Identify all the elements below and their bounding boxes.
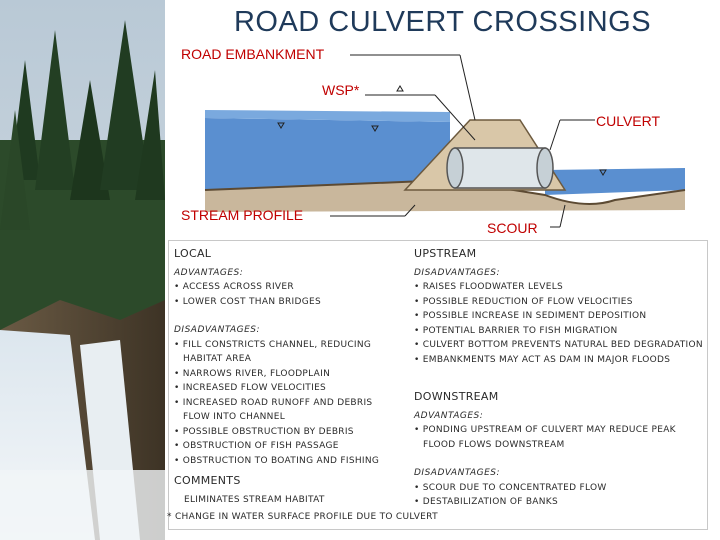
- road-embankment-label: ROAD EMBANKMENT: [181, 46, 325, 62]
- scour-label: SCOUR: [487, 220, 538, 236]
- downstream-advantages-list: PONDING UPSTREAM OF CULVERT MAY REDUCE P…: [414, 423, 704, 452]
- culvert-diagram: [204, 54, 686, 228]
- upstream-disadvantages-list: RAISES FLOODWATER LEVELS POSSIBLE REDUCT…: [414, 280, 704, 367]
- downstream-advantages-label: ADVANTAGES:: [414, 410, 484, 421]
- local-heading: LOCAL: [174, 247, 212, 260]
- list-item: SCOUR DUE TO CONCENTRATED FLOW: [414, 481, 704, 496]
- waterfall-photo: [0, 0, 165, 540]
- comments-section: COMMENTS ELIMINATES STREAM HABITAT: [174, 470, 399, 507]
- list-item: POSSIBLE OBSTRUCTION BY DEBRIS: [174, 425, 399, 440]
- upstream-disadvantages-label: DISADVANTAGES:: [414, 267, 501, 278]
- local-disadvantages-list: FILL CONSTRICTS CHANNEL, REDUCING HABITA…: [174, 338, 399, 469]
- list-item: POSSIBLE INCREASE IN SEDIMENT DEPOSITION: [414, 309, 704, 324]
- local-disadvantages-label: DISADVANTAGES:: [174, 325, 261, 335]
- footnote: * CHANGE IN WATER SURFACE PROFILE DUE TO…: [167, 512, 438, 522]
- list-item: INCREASED ROAD RUNOFF AND DEBRIS FLOW IN…: [174, 396, 399, 425]
- wsp-label: WSP*: [322, 82, 360, 98]
- list-item: PONDING UPSTREAM OF CULVERT MAY REDUCE P…: [414, 423, 704, 452]
- stream-water: [205, 118, 450, 190]
- culvert-pipe: [446, 147, 554, 189]
- list-item: OBSTRUCTION OF FISH PASSAGE: [174, 439, 399, 454]
- stream-bed: [205, 180, 685, 212]
- list-item: EMBANKMENTS MAY ACT AS DAM IN MAJOR FLOO…: [414, 353, 704, 368]
- downstream-water: [545, 168, 685, 195]
- comments-text: ELIMINATES STREAM HABITAT: [184, 494, 325, 505]
- downstream-disadvantages-list: SCOUR DUE TO CONCENTRATED FLOW DESTABILI…: [414, 481, 704, 510]
- list-item: POTENTIAL BARRIER TO FISH MIGRATION: [414, 324, 704, 339]
- list-item: LOWER COST THAN BRIDGES: [174, 295, 399, 310]
- local-advantages-label: ADVANTAGES:: [174, 267, 244, 278]
- list-item: FILL CONSTRICTS CHANNEL, REDUCING HABITA…: [174, 338, 399, 367]
- downstream-heading: DOWNSTREAM: [414, 390, 499, 403]
- list-item: RAISES FLOODWATER LEVELS: [414, 280, 704, 295]
- list-item: POSSIBLE REDUCTION OF FLOW VELOCITIES: [414, 295, 704, 310]
- upstream-heading: UPSTREAM: [414, 247, 477, 260]
- upstream-column: UPSTREAM DISADVANTAGES: RAISES FLOODWATE…: [414, 243, 704, 367]
- slide-title: ROAD CULVERT CROSSINGS: [233, 6, 652, 38]
- comments-heading: COMMENTS: [174, 474, 241, 487]
- list-item: ACCESS ACROSS RIVER: [174, 280, 399, 295]
- stream-profile-label: STREAM PROFILE: [181, 207, 304, 223]
- list-item: INCREASED FLOW VELOCITIES: [174, 381, 399, 396]
- list-item: OBSTRUCTION TO BOATING AND FISHING: [174, 454, 399, 469]
- downstream-column: DOWNSTREAM ADVANTAGES: PONDING UPSTREAM …: [414, 386, 704, 510]
- culvert-label: CULVERT: [596, 113, 661, 129]
- downstream-disadvantages-label: DISADVANTAGES:: [414, 468, 501, 478]
- list-item: CULVERT BOTTOM PREVENTS NATURAL BED DEGR…: [414, 338, 704, 353]
- list-item: DESTABILIZATION OF BANKS: [414, 495, 704, 510]
- local-column: LOCAL ADVANTAGES: ACCESS ACROSS RIVER LO…: [174, 243, 399, 468]
- list-item: NARROWS RIVER, FLOODPLAIN: [174, 367, 399, 382]
- local-advantages-list: ACCESS ACROSS RIVER LOWER COST THAN BRID…: [174, 280, 399, 309]
